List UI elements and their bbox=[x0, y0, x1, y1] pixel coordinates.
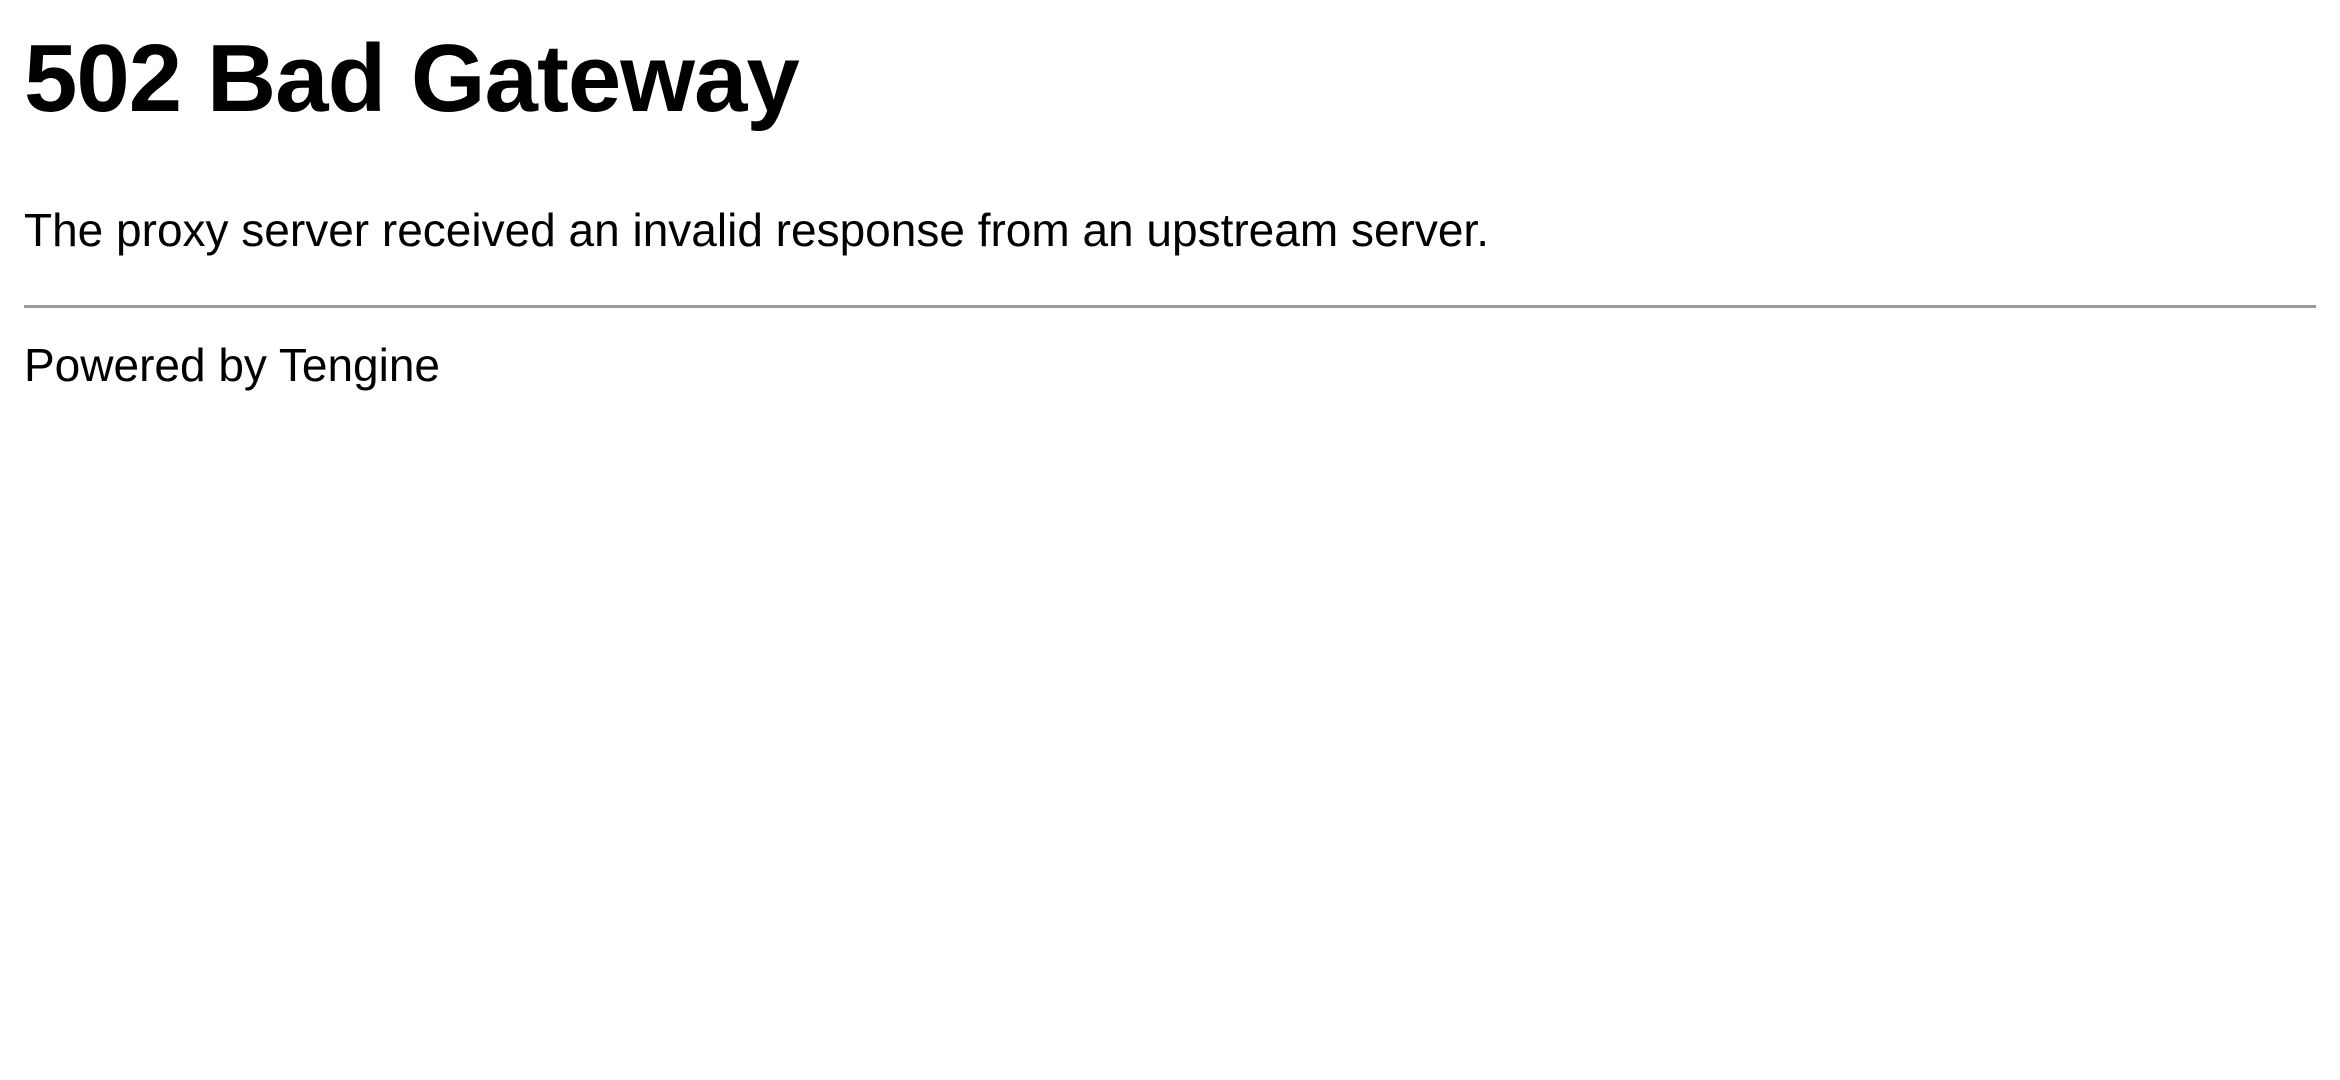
divider bbox=[24, 305, 2316, 308]
server-footer: Powered by Tengine bbox=[24, 339, 440, 391]
error-title: 502 Bad Gateway bbox=[24, 25, 800, 132]
error-message: The proxy server received an invalid res… bbox=[24, 204, 1489, 256]
